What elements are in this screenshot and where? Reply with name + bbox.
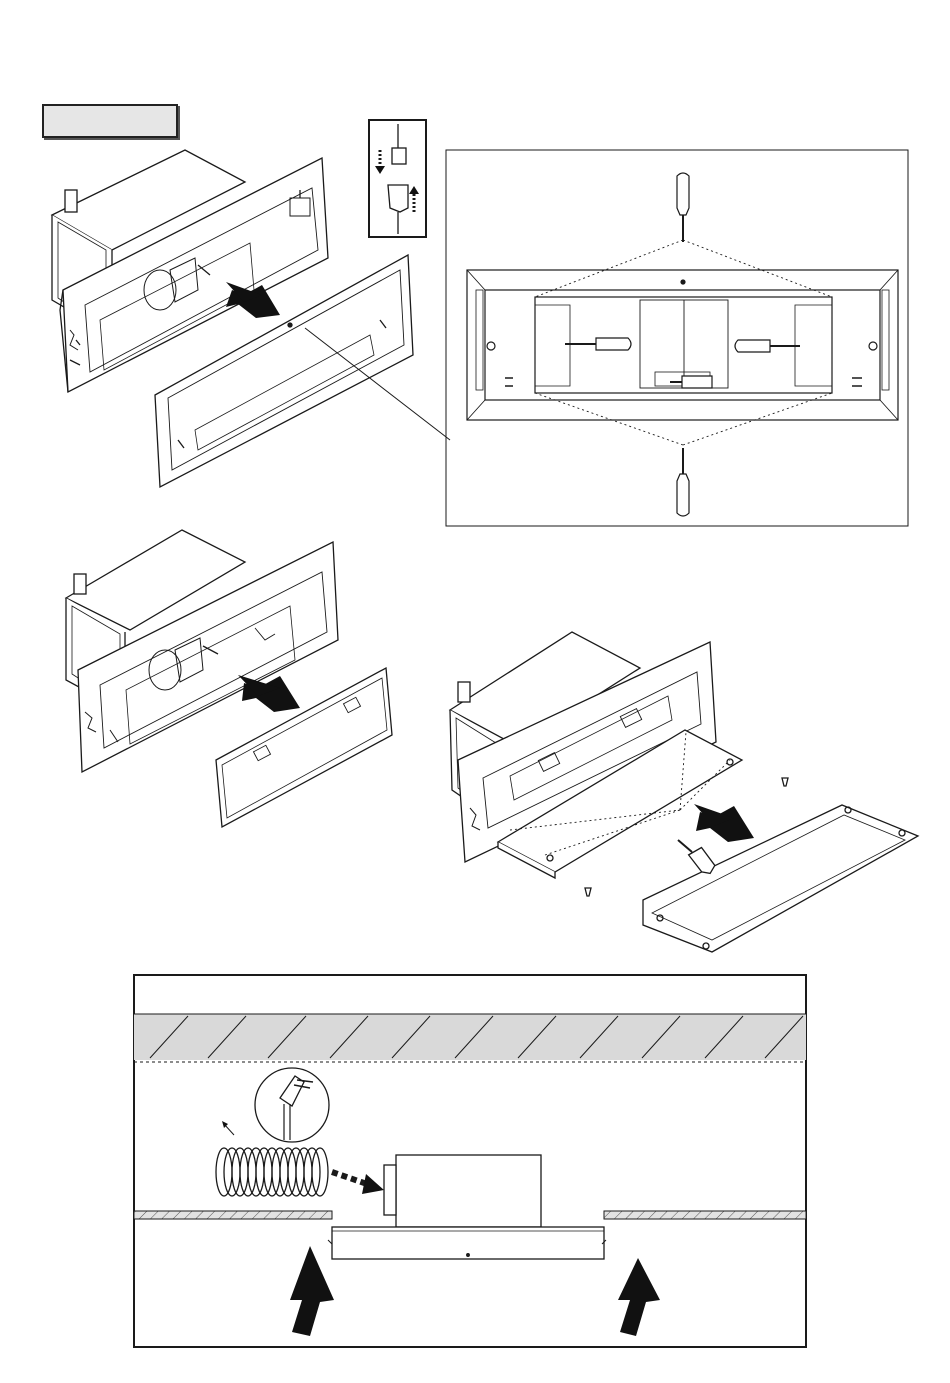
up-arrow-icon — [409, 186, 419, 212]
push-arrow-icon — [238, 675, 300, 712]
grease-filter-icon — [216, 668, 392, 827]
screwdriver-icon — [678, 840, 716, 877]
down-arrow-icon — [375, 150, 385, 174]
ceiling-installation — [134, 975, 806, 1347]
ceiling-slab-icon — [134, 1014, 806, 1062]
hood-body-icon — [328, 1155, 606, 1259]
duct-arrow — [332, 1172, 384, 1194]
push-arrow-icon — [694, 804, 754, 842]
bottom-panel-removal — [450, 632, 918, 952]
connector-inset — [369, 120, 426, 237]
filter-removal — [66, 530, 392, 827]
screw-detail-panel — [446, 150, 908, 526]
power-plug-icon — [255, 1068, 329, 1142]
plug-connector-icon — [388, 124, 408, 234]
